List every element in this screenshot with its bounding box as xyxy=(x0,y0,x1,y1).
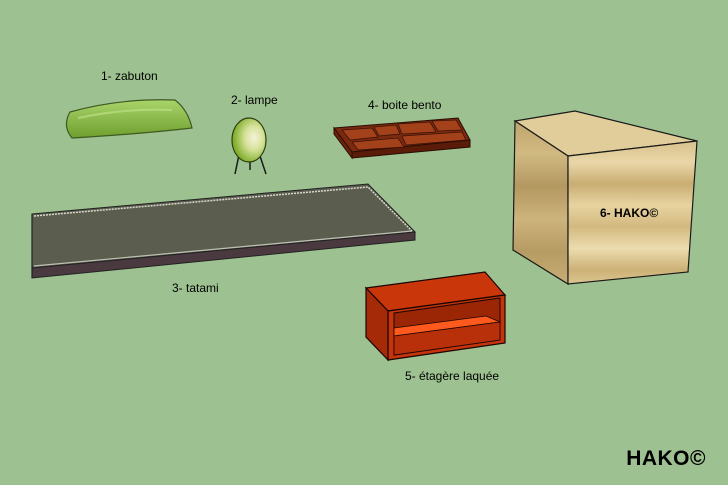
label-tatami: 3- tatami xyxy=(172,281,219,295)
zabuton-cushion-icon xyxy=(65,99,193,139)
tatami-mat-icon xyxy=(31,183,417,279)
label-hako: 6- HAKO© xyxy=(600,206,659,220)
label-zabuton: 1- zabuton xyxy=(101,69,158,83)
lacquered-shelf-icon xyxy=(364,271,507,362)
lamp-icon xyxy=(231,117,267,175)
label-lampe: 2- lampe xyxy=(231,93,278,107)
brand-logo: HAKO© xyxy=(626,447,706,470)
hako-wooden-cube-icon xyxy=(512,110,698,286)
label-bento: 4- boite bento xyxy=(368,98,442,112)
label-etagere: 5- étagère laquée xyxy=(405,369,500,383)
bento-box-icon xyxy=(333,117,471,160)
